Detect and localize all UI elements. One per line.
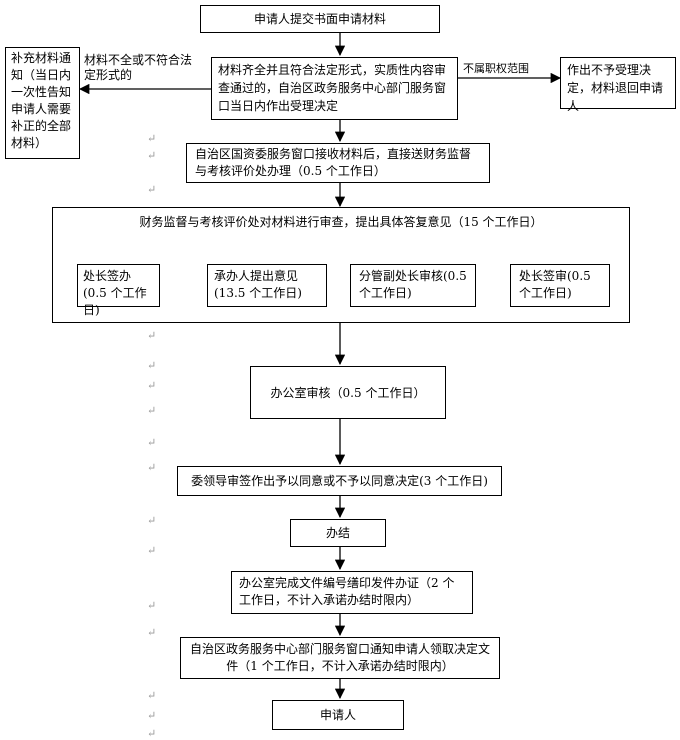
- substep-2: 承办人提出意见(13.5 个工作日): [207, 264, 327, 307]
- substep-3-text: 分管副处长审核(0.5 个工作日): [359, 269, 467, 300]
- paragraph-mark: ↵: [147, 461, 157, 474]
- step-leader: 委领导审签作出予以同意或不予以同意决定(3 个工作日): [177, 466, 502, 496]
- step-submit-text: 申请人提交书面申请材料: [253, 12, 386, 26]
- step-applicant-text: 申请人: [319, 708, 356, 722]
- step-receive: 自治区国资委服务窗口接收材料后，直接送财务监督与考核评价处办理（0.5 个工作日…: [186, 143, 490, 183]
- step-review-title: 财务监督与考核评价处对材料进行审查，提出具体答复意见（15 个工作日）: [139, 215, 543, 229]
- step-applicant: 申请人: [272, 700, 404, 730]
- step-notify-text: 自治区政务服务中心部门服务窗口通知申请人领取决定文件（1 个工作日，不计入承诺办…: [189, 642, 490, 673]
- paragraph-mark: ↵: [147, 514, 157, 527]
- step-submit: 申请人提交书面申请材料: [200, 5, 440, 33]
- substep-1-text: 处长签办(0.5 个工作日): [83, 269, 147, 317]
- paragraph-mark: ↵: [147, 544, 157, 557]
- paragraph-mark: ↵: [147, 359, 157, 372]
- step-issue-text: 办公室完成文件编号缮印发件办证（2 个工作日，不计入承诺办结时限内）: [239, 576, 455, 607]
- substep-1: 处长签办(0.5 个工作日): [77, 264, 160, 317]
- paragraph-mark: ↵: [147, 404, 157, 417]
- label-incomplete-text: 材料不全或不符合法定形式的: [84, 53, 193, 82]
- substep-4: 处长签审(0.5 个工作日): [510, 264, 610, 307]
- step-supplement-text: 补充材料通知（当日内一次性告知申请人需要补正的全部材料）: [11, 51, 72, 150]
- paragraph-mark: ↵: [147, 626, 157, 639]
- step-reject-text: 作出不予受理决定，材料退回申请人: [567, 63, 664, 113]
- paragraph-mark: ↵: [147, 132, 157, 145]
- substep-2-text: 承办人提出意见(13.5 个工作日): [214, 269, 302, 300]
- step-check: 材料齐全并且符合法定形式，实质性内容审查通过的，自治区政务服务中心部门服务窗口当…: [211, 57, 458, 120]
- paragraph-mark: ↵: [147, 379, 157, 392]
- label-out-of-scope-text: 不属职权范围: [463, 62, 529, 75]
- step-notify: 自治区政务服务中心部门服务窗口通知申请人领取决定文件（1 个工作日，不计入承诺办…: [180, 637, 500, 679]
- substep-4-text: 处长签审(0.5 个工作日): [519, 269, 591, 300]
- paragraph-mark: ↵: [147, 436, 157, 449]
- step-done-text: 办结: [325, 526, 350, 540]
- step-leader-text: 委领导审签作出予以同意或不予以同意决定(3 个工作日): [191, 474, 488, 488]
- label-out-of-scope: 不属职权范围: [463, 62, 529, 76]
- step-office-text: 办公室审核（0.5 个工作日）: [270, 385, 426, 400]
- substep-3: 分管副处长审核(0.5 个工作日): [350, 264, 476, 307]
- label-incomplete: 材料不全或不符合法定形式的: [84, 53, 202, 83]
- step-reject: 作出不予受理决定，材料退回申请人: [560, 57, 676, 113]
- step-office: 办公室审核（0.5 个工作日）: [250, 366, 446, 419]
- paragraph-mark: ↵: [147, 709, 157, 722]
- paragraph-mark: ↵: [147, 689, 157, 702]
- paragraph-mark: ↵: [147, 599, 157, 612]
- step-supplement: 补充材料通知（当日内一次性告知申请人需要补正的全部材料）: [5, 47, 80, 159]
- step-issue: 办公室完成文件编号缮印发件办证（2 个工作日，不计入承诺办结时限内）: [231, 571, 473, 614]
- paragraph-mark: ↵: [147, 183, 157, 196]
- paragraph-mark: ↵: [147, 727, 157, 740]
- step-receive-text: 自治区国资委服务窗口接收材料后，直接送财务监督与考核评价处办理（0.5 个工作日…: [195, 147, 472, 178]
- step-check-text: 材料齐全并且符合法定形式，实质性内容审查通过的，自治区政务服务中心部门服务窗口当…: [218, 63, 447, 113]
- paragraph-mark: ↵: [147, 329, 157, 342]
- paragraph-mark: ↵: [147, 149, 157, 162]
- step-done: 办结: [290, 519, 386, 547]
